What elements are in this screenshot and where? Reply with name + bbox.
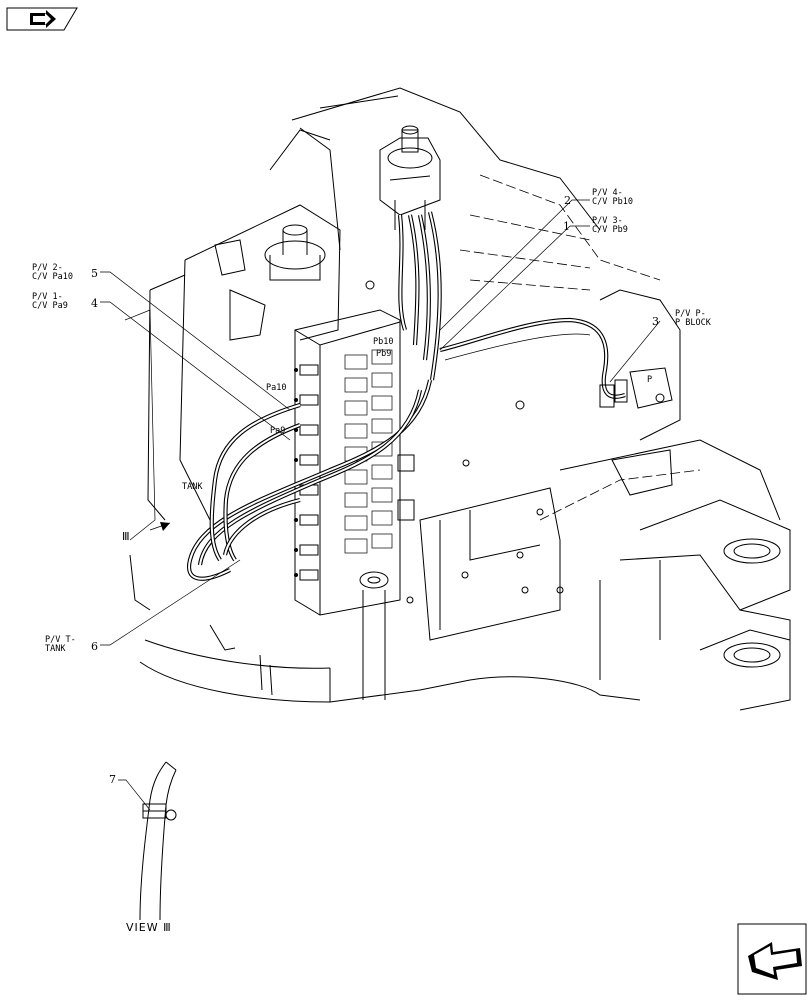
pilot-hoses — [186, 211, 626, 581]
callout-1-label-line1: P/V 3- — [592, 216, 623, 226]
callout-7: 7 — [109, 773, 116, 786]
p-block — [599, 367, 673, 409]
port-label-pb9: Pb9 — [376, 349, 391, 359]
callout-6-label-line2: TANK — [45, 644, 66, 654]
callout-2-label-line2: C/V Pb10 — [592, 197, 633, 207]
callout-4: 4 P/V 1- C/V Pa9 — [32, 292, 98, 311]
next-page-arrow-icon — [748, 942, 802, 980]
leader-lines — [100, 199, 661, 811]
back-arrow-icon — [30, 10, 56, 28]
callout-2-number: 2 — [564, 194, 571, 207]
port-label-tank: TANK — [182, 482, 203, 492]
callout-1-number: 1 — [563, 220, 570, 233]
callout-4-number: 4 — [91, 297, 98, 310]
next-page-button[interactable] — [737, 923, 807, 995]
callout-1: 1 P/V 3- C/V Pb9 — [563, 216, 628, 235]
port-labels: Pb10 Pb9 Pa10 Pa9 TANK P — [182, 337, 652, 492]
accumulator-assembly — [214, 224, 326, 341]
callout-5-label-line1: P/V 2- — [32, 263, 63, 273]
callout-5-label-line2: C/V Pa10 — [32, 272, 73, 282]
callout-3: 3 P/V P- P BLOCK — [652, 309, 712, 328]
port-label-pb10: Pb10 — [373, 337, 393, 347]
callout-5-number: 5 — [91, 267, 98, 280]
callout-6-label-line1: P/V T- — [45, 635, 76, 645]
callout-5: 5 P/V 2- C/V Pa10 — [32, 263, 98, 282]
callout-3-label-line1: P/V P- — [675, 309, 706, 319]
callout-3-label-line2: P BLOCK — [675, 318, 712, 328]
view-caption: VIEW Ⅲ — [126, 921, 172, 934]
view-detail-hose-clamp — [139, 761, 177, 921]
callout-4-label-line2: C/V Pa9 — [32, 301, 68, 311]
callout-2-label-line1: P/V 4- — [592, 188, 623, 198]
view-marker: Ⅲ — [122, 530, 131, 543]
port-label-p: P — [647, 375, 652, 385]
callout-1-label-line2: C/V Pb9 — [592, 225, 628, 235]
callout-6: 6 P/V T- TANK — [45, 635, 98, 654]
port-label-pa10: Pa10 — [266, 383, 286, 393]
control-valve-body — [294, 309, 415, 616]
callout-7-number: 7 — [109, 773, 116, 786]
callout-3-number: 3 — [652, 315, 659, 328]
callout-4-label-line1: P/V 1- — [32, 292, 63, 302]
upper-structure-frame — [124, 87, 791, 711]
back-button[interactable] — [6, 7, 78, 31]
pilot-valve-block — [379, 125, 441, 230]
callout-2: 2 P/V 4- C/V Pb10 — [564, 188, 633, 207]
callout-6-number: 6 — [91, 640, 98, 653]
port-label-pa9: Pa9 — [270, 426, 285, 436]
